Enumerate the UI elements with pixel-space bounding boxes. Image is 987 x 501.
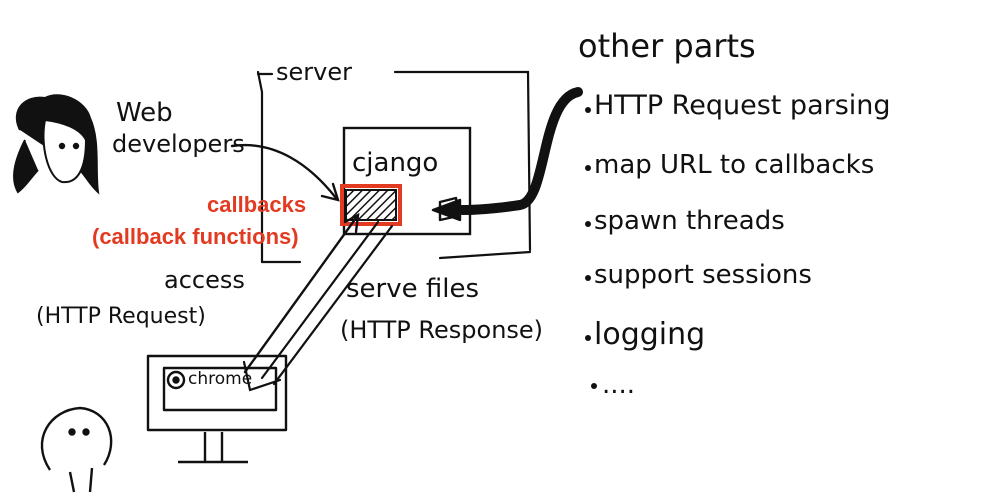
- callback-highlight: [340, 184, 402, 226]
- access-label: access: [164, 266, 245, 294]
- other-parts-panel: other parts HTTP Request parsing map URL…: [578, 30, 978, 410]
- response-arrow: [242, 220, 394, 392]
- callback-functions-label: (callback functions): [92, 224, 299, 249]
- other-parts-arrow: [457, 87, 583, 215]
- incoming-arrow-marker: [431, 196, 462, 222]
- developer-avatar: [13, 94, 100, 195]
- web-developers-label-line2: developers: [112, 130, 245, 158]
- other-parts-item: spawn threads: [594, 206, 785, 236]
- web-developers-label-line1: Web: [116, 98, 173, 128]
- other-parts-item: ....: [602, 370, 636, 400]
- request-arrow: [243, 216, 358, 374]
- server-label: server: [276, 58, 352, 86]
- serve-files-label: serve files: [346, 274, 480, 304]
- bullet-list: [585, 107, 597, 389]
- browser-monitor: [146, 354, 288, 464]
- browser-label: chrome: [188, 369, 253, 389]
- developer-arrow: [230, 143, 338, 200]
- other-parts-item: logging: [594, 317, 706, 352]
- framework-box: [342, 126, 472, 236]
- other-parts-item: HTTP Request parsing: [594, 90, 891, 121]
- framework-label: cjango: [352, 148, 439, 178]
- user-avatar: [40, 406, 113, 493]
- other-parts-item: support sessions: [594, 260, 812, 290]
- callbacks-label: callbacks: [207, 192, 307, 217]
- http-request-label: (HTTP Request): [36, 304, 206, 329]
- other-parts-title: other parts: [578, 27, 756, 65]
- other-parts-item: map URL to callbacks: [594, 150, 875, 180]
- http-response-label: (HTTP Response): [340, 316, 544, 344]
- callback-block: [340, 184, 402, 226]
